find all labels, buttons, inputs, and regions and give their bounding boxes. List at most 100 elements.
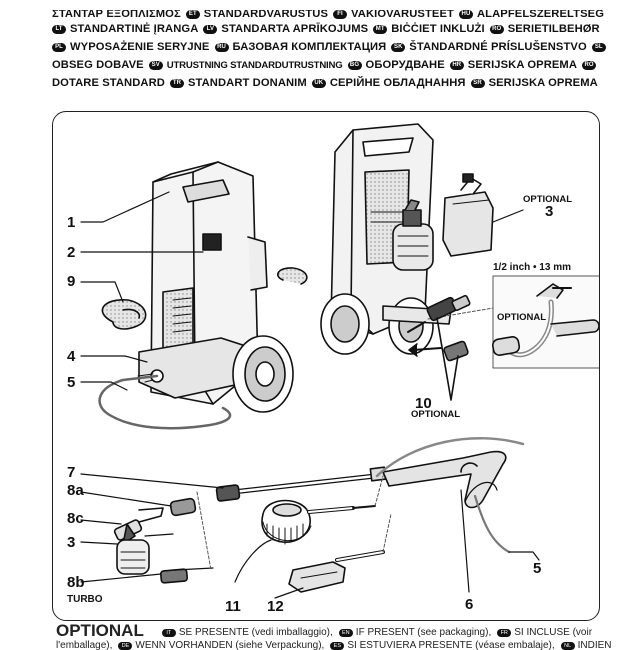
footer-entry-text: SE PRESENTE (vedi imballaggio), — [178, 627, 333, 638]
callout-8c: 8c — [67, 510, 84, 527]
header-item: ΣΤΑΝΤΑΡ ΕΞΟΠΛΙΣΜΟΣ — [52, 10, 181, 20]
callout-12: 12 — [267, 598, 284, 615]
washer-front-unit — [98, 161, 294, 430]
language-badge: RO — [489, 24, 504, 34]
header-item: RO — [582, 60, 600, 70]
language-badge: LT — [52, 24, 66, 34]
footer-entry-text: SI INCLUSE (voir l'emballage), — [56, 627, 593, 650]
header-item-text: VAKIOVARUSTEET — [351, 10, 454, 20]
callout-10: 10 — [415, 395, 432, 412]
footer-entry-text: SI ESTUVIERA PRESENTE (véase embalaje), — [347, 640, 555, 650]
language-badge: SL — [591, 42, 606, 52]
spray-gun-and-lance — [215, 437, 525, 554]
rotating-brush-11 — [261, 499, 376, 545]
callout-3-bottom: 3 — [67, 534, 76, 551]
header-item: PL WYPOSAŻENIE SERYJNE — [52, 41, 210, 53]
language-badge: DE — [118, 642, 133, 650]
language-badge: SK — [391, 42, 406, 52]
thread-size-label: 1/2 inch • 13 mm — [493, 262, 571, 273]
header-item: DOTARE STANDARD — [52, 77, 165, 89]
language-badge: NL — [560, 642, 575, 650]
language-badge: LV — [203, 24, 218, 34]
contents-illustration-panel: 1 2 9 4 5 OPTIONAL 3 1/2 inch • 13 mm OP… — [52, 111, 600, 621]
wash-brush-12 — [288, 475, 392, 593]
language-badge: RO — [582, 60, 597, 70]
connectors-10 — [407, 294, 471, 401]
language-badge: HR — [449, 60, 464, 70]
language-badge: EN — [338, 629, 353, 637]
language-badge: SV — [148, 60, 163, 70]
language-badge: PL — [52, 42, 66, 52]
washer-back-unit — [277, 123, 452, 355]
header-item-text: BIĊĊIET INKLUŻI — [391, 23, 485, 35]
header-item-text: СЕРІЙНЕ ОБЛАДНАННЯ — [329, 77, 466, 89]
language-badge: ES — [330, 642, 345, 650]
header-item-text: SERIETILBEHØR — [507, 23, 600, 35]
optional-label-hose: OPTIONAL — [497, 312, 547, 323]
language-badge: MT — [373, 24, 388, 34]
callout-4: 4 — [67, 348, 76, 365]
language-badge: ET — [185, 10, 200, 19]
callout-1: 1 — [67, 214, 76, 231]
optional-hose-adapter — [427, 275, 599, 369]
footer-entry-text: IF PRESENT (see packaging), — [355, 627, 492, 638]
header-item-text: ОБОРУДВАНЕ — [365, 59, 445, 71]
header-item-text: ΣΤΑΝΤΑΡ ΕΞΟΠΛΙΣΜΟΣ — [52, 10, 181, 20]
callout-7: 7 — [67, 464, 76, 481]
language-badge: HU — [458, 10, 473, 19]
optional-detergent-tank — [442, 173, 494, 257]
header-item-text: SERIJSKA OPREMA — [467, 59, 578, 71]
optional-heading: OPTIONAL — [56, 624, 144, 640]
footer-entry-text: INDIEN — [577, 640, 612, 650]
callout-5-right: 5 — [533, 560, 542, 577]
turbo-label: TURBO — [67, 594, 103, 605]
header-item-text: ALAPFELSZERELTSÉG — [476, 10, 605, 20]
optional-label-top: OPTIONAL — [523, 194, 573, 205]
language-badge: RU — [214, 42, 229, 52]
optional-label-10: OPTIONAL — [411, 409, 461, 420]
header-item-text: WYPOSAŻENIE SERYJNE — [70, 41, 210, 53]
header-item-text: ŠTANDARDNÉ PRÍSLUŠENSTVO — [409, 41, 587, 53]
callout-9: 9 — [67, 273, 76, 290]
callout-lines — [80, 191, 540, 599]
callout-2: 2 — [67, 244, 76, 261]
header-item: SL — [591, 42, 610, 52]
header-item-text: STANDART DONANIM — [187, 77, 307, 89]
header-item: OBSEG DOBAVE — [52, 59, 144, 71]
language-badge: FR — [497, 629, 512, 637]
callout-8a: 8a — [67, 482, 84, 499]
detergent-bottle-mounted — [392, 199, 434, 271]
language-badge: FI — [333, 10, 348, 19]
header-item-text: STANDARTA APRĪKOJUMS — [221, 23, 369, 35]
header-item-text: DOTARE STANDARD — [52, 77, 165, 89]
language-badge: TR — [169, 78, 184, 88]
header-item-text: STANDARDVARUSTUS — [203, 10, 329, 20]
callout-5: 5 — [67, 374, 76, 391]
language-badge: SR — [470, 78, 485, 88]
pressure-washer-drawing — [80, 123, 599, 599]
header-item-text: SERIJSKA OPREMA — [488, 77, 598, 89]
header-item-text: БАЗОВАЯ КОМПЛЕКТАЦИЯ — [232, 41, 387, 53]
callout-8b: 8b — [67, 574, 85, 591]
